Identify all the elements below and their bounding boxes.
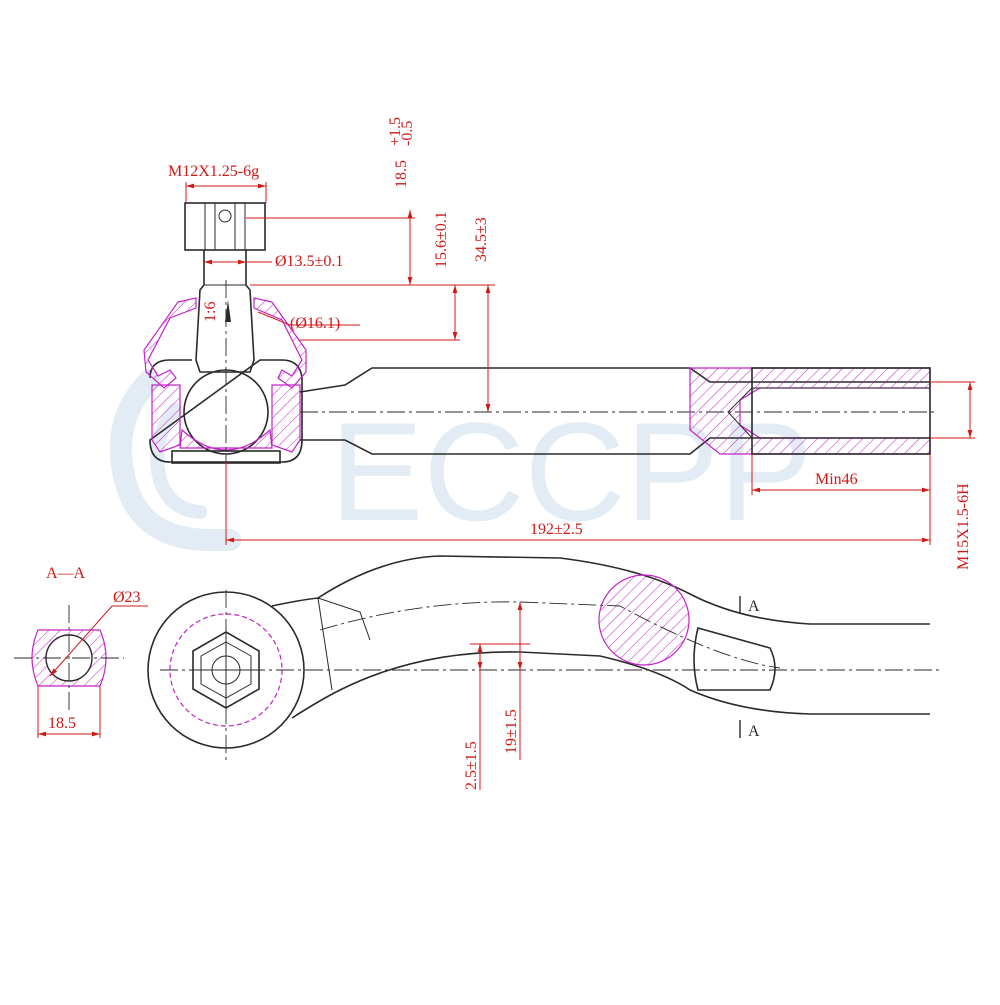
section-dia-label: Ø23 xyxy=(113,589,141,606)
section-a-a: A—A Ø23 18.5 xyxy=(14,565,148,738)
offset-small-label: 2.5±1.5 xyxy=(463,741,480,790)
taper-len-label: 15.6±0.1 xyxy=(433,211,450,268)
taper-ratio-label: 1:6 xyxy=(202,302,219,322)
stud-len-label: 18.5 xyxy=(393,160,410,188)
stud-len-tol-upper: +1.5 xyxy=(387,117,404,146)
ball-stud-assembly: 1:6 xyxy=(143,202,307,520)
center-height-label: 34.5±3 xyxy=(473,217,490,262)
tie-rod-plan-view: A A xyxy=(147,555,940,760)
thread-inner-label: M15X1.5-6H xyxy=(955,483,972,570)
taper-dia-label: (Ø16.1) xyxy=(290,315,340,332)
section-width-label: 18.5 xyxy=(48,715,76,732)
stud-dia-label: Ø13.5±0.1 xyxy=(275,253,343,270)
taper-arrow xyxy=(225,300,231,322)
thread-stud-label: M12X1.25-6g xyxy=(168,163,259,180)
offset-large-label: 19±1.5 xyxy=(503,709,520,754)
section-mark-bottom: A xyxy=(748,723,760,740)
section-mark-top: A xyxy=(748,598,760,615)
top-dimensions: M12X1.25-6g Ø13.5±0.1 (Ø16.1) 18.5 +1.5 … xyxy=(168,117,975,570)
bottom-dimensions: 2.5±1.5 19±1.5 xyxy=(463,602,530,790)
castle-nut xyxy=(184,202,266,251)
stud-len-tol-lower: -0.5 xyxy=(399,121,416,146)
section-title: A—A xyxy=(46,565,86,582)
overall-length-label: 192±2.5 xyxy=(530,521,583,538)
min-depth-label: Min46 xyxy=(815,471,858,488)
tie-rod-arm-top xyxy=(299,367,935,455)
